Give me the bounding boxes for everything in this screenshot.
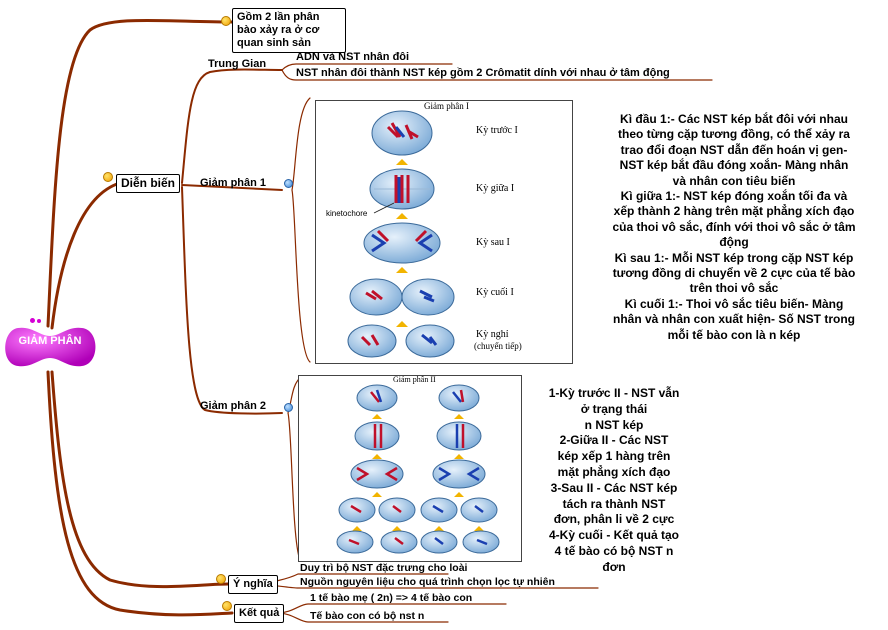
note-line: tương đồng di chuyển về 2 cực của tế bào — [612, 266, 856, 281]
smiley-icon — [103, 172, 113, 182]
smiley-icon — [216, 574, 226, 584]
y-nghia-item-2[interactable]: Nguồn nguyên liệu cho quá trình chọn lọc… — [300, 576, 555, 588]
note-line: đơn — [602, 559, 626, 574]
note-line: kép xếp 1 hàng trên — [557, 449, 671, 464]
note-line: mỗi tế bào con là n kép — [667, 327, 801, 342]
note-line: theo từng cặp tương đồng, có thể xảy ra — [618, 127, 850, 142]
link-root-ketqua — [46, 370, 234, 617]
note-line: Kì sau 1:- Mỗi NST kép trong cặp NST kép — [614, 250, 854, 265]
link-dienbien-gp1 — [181, 184, 283, 191]
note-line: mặt phẳng xích đạo — [557, 464, 671, 479]
ket-qua-item-2[interactable]: Tế bào con có bộ nst n — [310, 610, 425, 622]
gp2-image-title: Giảm phân II — [393, 375, 436, 384]
gp2-cell-illustrations — [336, 384, 500, 554]
gom-line-1: Gồm 2 lần phân — [237, 11, 320, 23]
note-line: và nhân con tiêu biến — [672, 173, 796, 188]
link-gp1-bracket — [291, 97, 311, 363]
gp1-stage-label: (chuyển tiếp) — [474, 341, 522, 351]
root-label[interactable]: GIẢM PHÂN — [18, 335, 82, 347]
note-line: của thoi vô sắc, đính với thoi vô sắc ở … — [612, 219, 856, 234]
note-line: NST kép bắt đầu đóng xoắn- Màng nhân — [619, 158, 849, 173]
link-root-dienbien — [50, 181, 122, 330]
note-line: 2-Giữa II - Các NST — [559, 433, 669, 448]
note-line: trao đổi đoạn NST dẫn đến hoán vị gen- — [620, 142, 848, 157]
gp1-stage-label: Kỳ nghỉ — [476, 329, 509, 340]
node-gom[interactable]: Gồm 2 lần phân bào xảy ra ở cơ quan sinh… — [232, 8, 346, 53]
gp1-stage-label: Kỳ cuối I — [476, 287, 514, 298]
node-ket-qua[interactable]: Kết quả — [234, 604, 285, 623]
note-line: Kì đầu 1:- Các NST kép bắt đôi với nhau — [620, 112, 848, 126]
note-line: nhân và nhân con xuất hiện- Số NST trong — [612, 312, 855, 327]
gp1-stage-label: Kỳ giữa I — [476, 183, 515, 194]
trung-gian-item-2[interactable]: NST nhân đôi thành NST kép gồm 2 Crômati… — [296, 67, 670, 79]
note-line: 4-Kỳ cuối - Kết quả tạo — [548, 528, 679, 543]
note-line: ở trạng thái — [580, 401, 648, 416]
gp1-note[interactable]: Kì đầu 1:- Các NST kép bắt đôi với nhau … — [584, 112, 884, 343]
gp1-image-title: Giảm phân I — [424, 101, 469, 111]
info-icon — [284, 179, 293, 188]
note-line: n NST kép — [584, 417, 644, 432]
smiley-icon — [221, 16, 231, 26]
node-y-nghia[interactable]: Ý nghĩa — [228, 575, 278, 594]
note-line: động — [719, 235, 749, 250]
trung-gian-item-1[interactable]: ADN và NST nhân đôi — [296, 51, 410, 63]
gp1-stage-label: kinetochore — [326, 209, 368, 218]
note-line: đơn, phân li về 2 cực — [553, 512, 675, 527]
note-line: 1-Kỳ trước II - NST vẫn — [548, 386, 680, 400]
gom-line-3: quan sinh sản — [237, 37, 311, 49]
note-line: tách ra thành NST — [562, 496, 666, 511]
note-line: 4 tế bào có bộ NST n — [554, 543, 674, 558]
note-line: Kì giữa 1:- NST kép đóng xoắn tối đa và — [620, 189, 848, 204]
smiley-icon — [222, 601, 232, 611]
info-icon — [284, 403, 293, 412]
gp1-stage-label: Kỳ trước I — [476, 125, 518, 136]
root-dots — [30, 318, 44, 324]
gp1-cell-illustrations — [347, 110, 455, 358]
link-root-ynghia — [50, 370, 230, 589]
root-node-shape — [5, 327, 96, 367]
gp2-note[interactable]: 1-Kỳ trước II - NST vẫn ở trạng thái n N… — [526, 386, 702, 576]
node-giam-phan-2[interactable]: Giảm phân 2 — [200, 400, 267, 412]
node-trung-gian[interactable]: Trung Gian — [208, 58, 267, 70]
gom-line-2: bào xảy ra ở cơ — [237, 24, 320, 36]
ket-qua-item-1[interactable]: 1 tế bào mẹ ( 2n) => 4 tế bào con — [310, 592, 473, 604]
note-line: xếp thành 2 hàng trên mặt phẳng xích đạo — [613, 204, 855, 219]
link-trunggian-item2 — [281, 69, 713, 81]
link-root-gom — [46, 18, 234, 328]
gp1-stage-label: Kỳ sau I — [476, 237, 510, 248]
link-trunggian-item1 — [281, 63, 453, 71]
node-dien-bien[interactable]: Diễn biến — [116, 174, 181, 193]
node-giam-phan-1[interactable]: Giảm phân 1 — [200, 177, 267, 189]
giam-phan-1-image: Giảm phân I — [315, 100, 573, 364]
note-line: Kì cuối 1:- Thoi vô sắc tiêu biến- Màng — [624, 296, 844, 311]
note-line: 3-Sau II - Các NST kép — [550, 480, 678, 495]
link-dienbien-gp2 — [181, 186, 283, 415]
y-nghia-item-1[interactable]: Duy trì bộ NST đặc trưng cho loài — [300, 562, 468, 574]
giam-phan-2-image: Giảm phân II — [298, 375, 522, 562]
note-line: trên thoi vô sắc — [689, 281, 779, 296]
link-dienbien-trunggian — [181, 68, 283, 184]
